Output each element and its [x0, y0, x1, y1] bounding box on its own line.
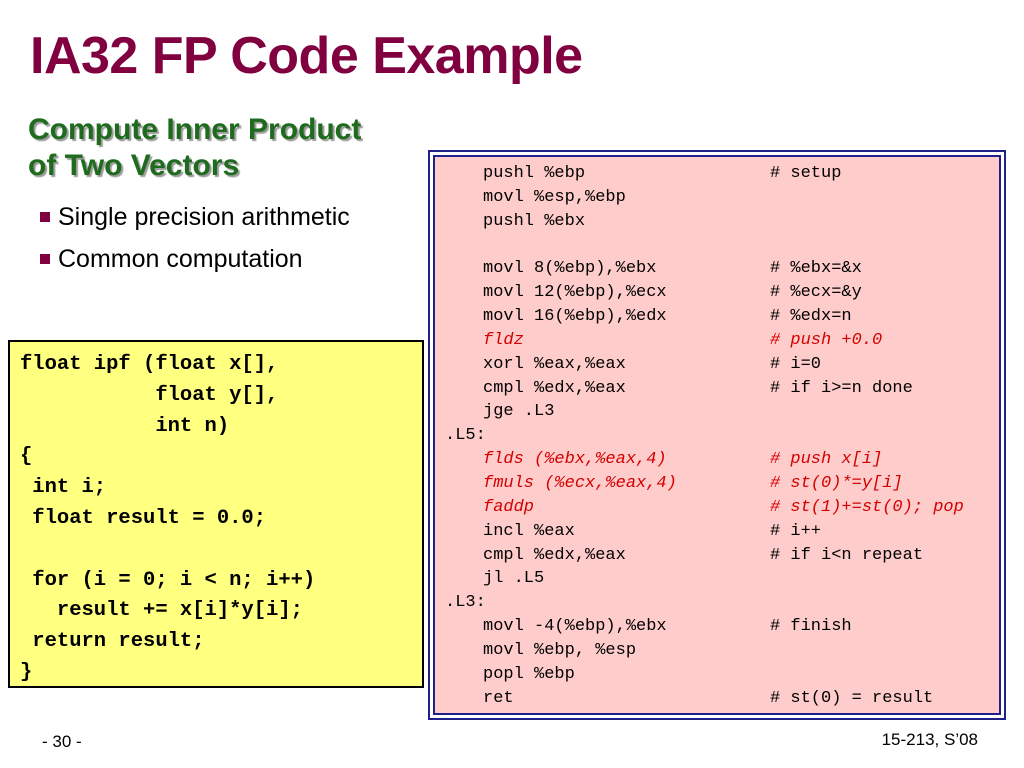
assembly-comment: # if i<n repeat: [770, 545, 924, 565]
assembly-line: pushl %ebp # setup: [445, 162, 999, 186]
assembly-instruction: cmpl %edx,%eax: [483, 378, 626, 398]
assembly-instruction: movl %ebp, %esp: [483, 640, 637, 660]
square-bullet-icon: [40, 254, 50, 264]
assembly-comment: # i++: [770, 521, 822, 541]
bullet-text: Common computation: [58, 245, 303, 273]
course-label: 15-213, S’08: [881, 730, 978, 749]
assembly-line: jge .L3: [445, 400, 999, 424]
assembly-comment: # finish: [770, 617, 852, 637]
assembly-instruction: movl 8(%ebp),%ebx: [483, 259, 657, 279]
assembly-comment: # if i>=n done: [770, 378, 913, 398]
assembly-line: movl 16(%ebp),%edx # %edx=n: [445, 305, 999, 329]
assembly-line: xorl %eax,%eax # i=0: [445, 353, 999, 377]
assembly-line: movl 12(%ebp),%ecx # %ecx=&y: [445, 281, 999, 305]
assembly-line: [445, 234, 999, 258]
assembly-comment: # push +0.0: [770, 330, 883, 350]
assembly-instruction: pushl %ebx: [483, 211, 586, 231]
assembly-line: movl %esp,%ebp: [445, 186, 999, 210]
assembly-instruction: incl %eax: [483, 521, 575, 541]
assembly-comment: # st(0)*=y[i]: [770, 473, 903, 493]
assembly-instruction: pushl %ebp: [483, 164, 586, 183]
assembly-instruction: ret: [483, 688, 514, 708]
bullet-text: Single precision arithmetic: [58, 203, 350, 231]
c-code-line: return result;: [20, 630, 205, 654]
assembly-line: fmuls (%ecx,%eax,4) # st(0)*=y[i]: [445, 472, 999, 496]
slide-subtitle: Compute Inner Product of Two Vectors: [28, 112, 361, 184]
assembly-line: cmpl %edx,%eax # if i<n repeat: [445, 544, 999, 568]
c-code-line: {: [20, 445, 33, 469]
assembly-label: .L3:: [445, 593, 486, 613]
assembly-line: movl %ebp, %esp: [445, 639, 999, 663]
assembly-comment: # setup: [770, 164, 842, 183]
assembly-comment: # st(1)+=st(0); pop: [770, 497, 964, 517]
assembly-instruction: movl %esp,%ebp: [483, 187, 626, 207]
assembly-line: ret # st(0) = result: [445, 687, 999, 711]
c-code-line: float result = 0.0;: [20, 506, 267, 530]
c-code-box: float ipf (float x[], float y[], int n) {…: [8, 340, 424, 688]
assembly-instruction: xorl %eax,%eax: [483, 354, 626, 374]
assembly-instruction: cmpl %edx,%eax: [483, 545, 626, 565]
assembly-instruction: fldz: [483, 330, 524, 350]
bullet-list: Single precision arithmetic Common compu…: [40, 196, 350, 280]
c-code-line: for (i = 0; i < n; i++): [20, 568, 316, 592]
assembly-instruction: movl -4(%ebp),%ebx: [483, 617, 667, 637]
c-code-line: float y[],: [20, 383, 279, 407]
assembly-instruction: movl 16(%ebp),%edx: [483, 307, 667, 327]
assembly-comment: # i=0: [770, 354, 822, 374]
c-code-line: result += x[i]*y[i];: [20, 599, 303, 623]
assembly-instruction: jge .L3: [483, 402, 555, 422]
assembly-line: faddp # st(1)+=st(0); pop: [445, 496, 999, 520]
assembly-line: jl .L5: [445, 567, 999, 591]
c-code-line: ​: [20, 535, 422, 566]
c-code-line: int n): [20, 414, 230, 438]
assembly-line: flds (%ebx,%eax,4) # push x[i]: [445, 448, 999, 472]
assembly-line: popl %ebp: [445, 663, 999, 687]
page-number: - 30 -: [42, 732, 82, 751]
assembly-line: pushl %ebx: [445, 210, 999, 234]
assembly-line: .L3:: [445, 591, 999, 615]
assembly-instruction: fmuls (%ecx,%eax,4): [483, 473, 677, 493]
assembly-line: fldz # push +0.0: [445, 329, 999, 353]
assembly-line: movl -4(%ebp),%ebx # finish: [445, 615, 999, 639]
assembly-instruction: jl .L5: [483, 569, 545, 589]
assembly-line: incl %eax # i++: [445, 520, 999, 544]
assembly-line: .L5:: [445, 424, 999, 448]
slide-title: IA32 FP Code Example: [30, 27, 583, 85]
assembly-instruction: popl %ebp: [483, 664, 575, 684]
bullet-item: Single precision arithmetic: [40, 196, 350, 238]
c-code-line: int i;: [20, 476, 107, 500]
subtitle-line-1: Compute Inner Product: [28, 113, 362, 146]
assembly-instruction: movl 12(%ebp),%ecx: [483, 283, 667, 303]
c-code-line: float ipf (float x[],: [20, 353, 279, 376]
subtitle-line-2: of Two Vectors: [28, 149, 240, 182]
c-code-line: }: [20, 660, 33, 684]
assembly-label: .L5:: [445, 426, 486, 446]
assembly-instruction: flds (%ebx,%eax,4): [483, 450, 667, 470]
assembly-instruction: faddp: [483, 497, 535, 517]
bullet-item: Common computation: [40, 238, 350, 280]
square-bullet-icon: [40, 212, 50, 222]
assembly-comment: # %edx=n: [770, 307, 852, 327]
assembly-comment: # %ecx=&y: [770, 283, 862, 303]
assembly-comment: # st(0) = result: [770, 688, 934, 708]
assembly-line: movl 8(%ebp),%ebx # %ebx=&x: [445, 257, 999, 281]
assembly-comment: # push x[i]: [770, 450, 883, 470]
assembly-comment: # %ebx=&x: [770, 259, 862, 279]
assembly-line: cmpl %edx,%eax # if i>=n done: [445, 377, 999, 401]
